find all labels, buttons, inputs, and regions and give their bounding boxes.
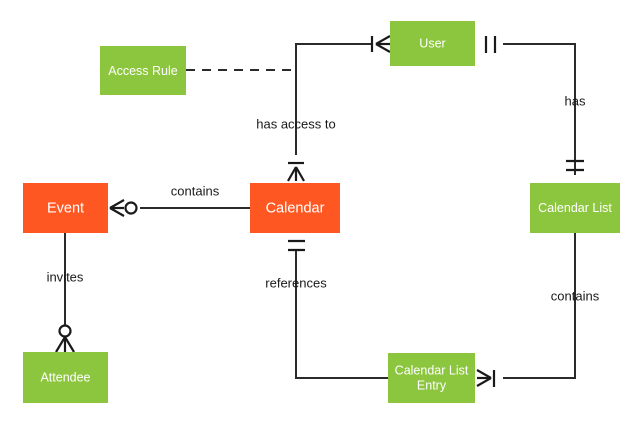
marker-attendee-zero-or-many	[55, 324, 75, 353]
edge-has	[503, 43, 576, 175]
marker-user-exactly-one	[484, 36, 497, 53]
entity-user[interactable]: User	[390, 21, 475, 66]
entity-user-label: User	[419, 36, 445, 50]
edge-references	[295, 250, 388, 379]
marker-calendar-one-or-many	[287, 161, 305, 182]
entity-attendee[interactable]: Attendee	[23, 352, 108, 403]
entity-calendar-list-label: Calendar List	[538, 201, 612, 215]
edge-contains-list-entry	[503, 233, 576, 379]
entity-attendee-box[interactable]	[23, 352, 108, 403]
entity-attendee-label: Attendee	[40, 370, 90, 384]
entity-event[interactable]: Event	[23, 183, 108, 233]
entity-calendar-list-entry-label-line1: Calendar List	[395, 363, 469, 377]
rel-label-references: references	[265, 275, 327, 290]
marker-event-zero-or-many	[109, 199, 138, 217]
entity-access-rule-label: Access Rule	[108, 64, 178, 78]
rel-label-invites: invites	[47, 269, 84, 284]
marker-calendar-exactly-one	[288, 239, 305, 252]
entity-user-box[interactable]	[390, 21, 475, 66]
rel-label-has: has	[565, 93, 586, 108]
entity-event-box[interactable]	[23, 183, 108, 233]
entity-event-label: Event	[47, 200, 84, 216]
entity-calendar-list-entry[interactable]: Calendar List Entry	[388, 353, 475, 403]
entity-calendar-list-box[interactable]	[530, 183, 620, 233]
entity-calendar-list[interactable]: Calendar List	[530, 183, 620, 233]
marker-cle-one-or-many	[476, 369, 496, 387]
entity-access-rule-box[interactable]	[100, 46, 186, 95]
entity-calendar-list-entry-box[interactable]	[388, 353, 475, 403]
entity-calendar-label: Calendar	[266, 200, 325, 216]
rel-label-has-access-to: has access to	[256, 116, 336, 131]
rel-label-contains-list-entry: contains	[551, 288, 600, 303]
entity-calendar-box[interactable]	[250, 183, 340, 233]
rel-label-contains-event-calendar: contains	[171, 183, 220, 198]
marker-calendar-list-exactly-one	[566, 159, 584, 172]
marker-user-one-or-many	[370, 35, 391, 53]
entity-access-rule[interactable]: Access Rule	[100, 46, 186, 95]
entity-calendar-list-entry-label-line2: Entry	[417, 378, 447, 392]
edge-has-access-to	[295, 43, 372, 155]
entity-calendar[interactable]: Calendar	[250, 183, 340, 233]
